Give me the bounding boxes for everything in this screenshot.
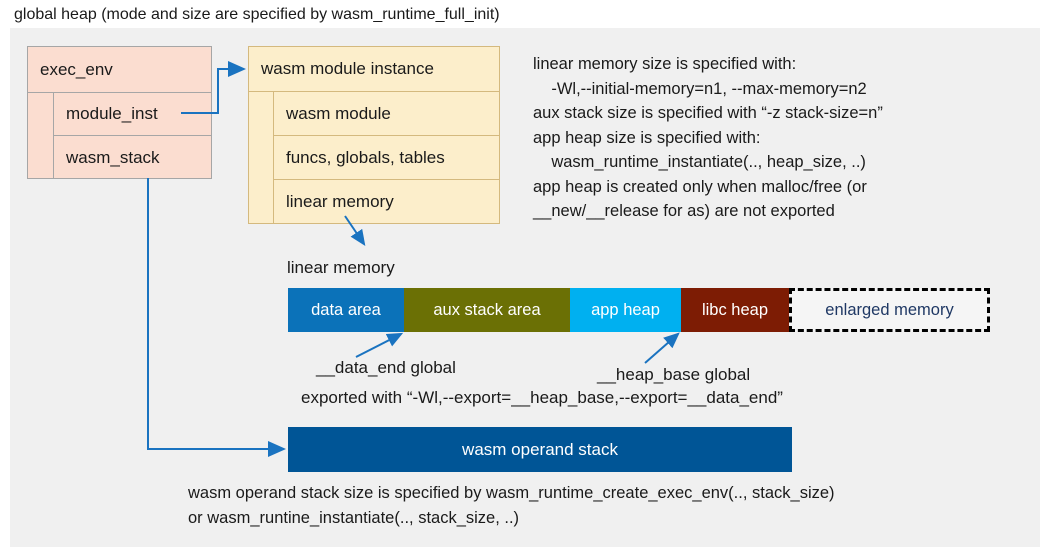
- memory-segment-libc-heap: libc heap: [681, 288, 789, 332]
- memory-segment-app-heap: app heap: [570, 288, 681, 332]
- operand-stack-notes-text: wasm operand stack size is specified by …: [188, 484, 835, 527]
- linear-memory-label: linear memory: [287, 258, 395, 277]
- exec-env-gutter: [28, 93, 54, 179]
- wmi-row-wasm-module: wasm module: [274, 92, 499, 136]
- annotation-data-end: __data_end global: [316, 358, 456, 377]
- exec-env-box: exec_env module_inst wasm_stack: [27, 46, 212, 179]
- memory-segment-enlarged-memory: enlarged memory: [789, 288, 990, 332]
- annotation-heap-base: __heap_base global: [597, 365, 751, 384]
- wmi-row-funcs-globals-tables: funcs, globals, tables: [274, 136, 499, 180]
- exec-env-header: exec_env: [28, 47, 211, 93]
- page-title: global heap (mode and size are specified…: [14, 6, 500, 23]
- wmi-row-linear-memory: linear memory: [286, 192, 394, 211]
- wasm-module-instance-header: wasm module instance: [249, 47, 499, 92]
- memory-segment-data-area: data area: [288, 288, 404, 332]
- memory-notes-text: linear memory size is specified with: -W…: [533, 55, 883, 220]
- wasm-module-instance-box: wasm module instance wasm module funcs, …: [248, 46, 500, 224]
- exec-env-row-module-inst: module_inst: [54, 93, 211, 136]
- memory-segment-aux-stack-area: aux stack area: [404, 288, 570, 332]
- wasm-operand-stack-bar: wasm operand stack: [288, 427, 792, 472]
- wasm-module-instance-gutter: [249, 92, 274, 223]
- annotation-exported-with: exported with “-Wl,--export=__heap_base,…: [301, 388, 783, 407]
- exec-env-row-wasm-stack: wasm_stack: [66, 147, 160, 167]
